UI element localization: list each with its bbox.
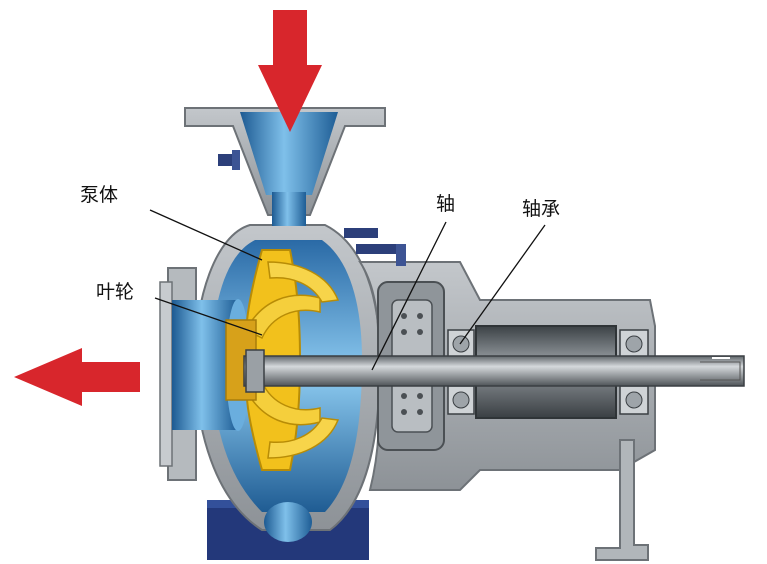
suction-inlet xyxy=(184,107,386,226)
label-impeller: 叶轮 xyxy=(96,281,135,303)
leader-impeller xyxy=(154,297,263,336)
leader-shaft xyxy=(371,221,447,371)
label-pump-body: 泵体 xyxy=(80,184,119,206)
leader-lines xyxy=(149,209,546,371)
label-bearing: 轴承 xyxy=(522,198,561,220)
shaft xyxy=(243,349,745,393)
bearing-left xyxy=(447,329,475,415)
bearing-right xyxy=(619,329,649,415)
leader-pump-body xyxy=(149,209,263,261)
label-shaft: 轴 xyxy=(436,193,456,215)
leader-bearing xyxy=(459,224,546,345)
inflow-arrow xyxy=(258,10,322,132)
outflow-arrow xyxy=(14,348,140,406)
